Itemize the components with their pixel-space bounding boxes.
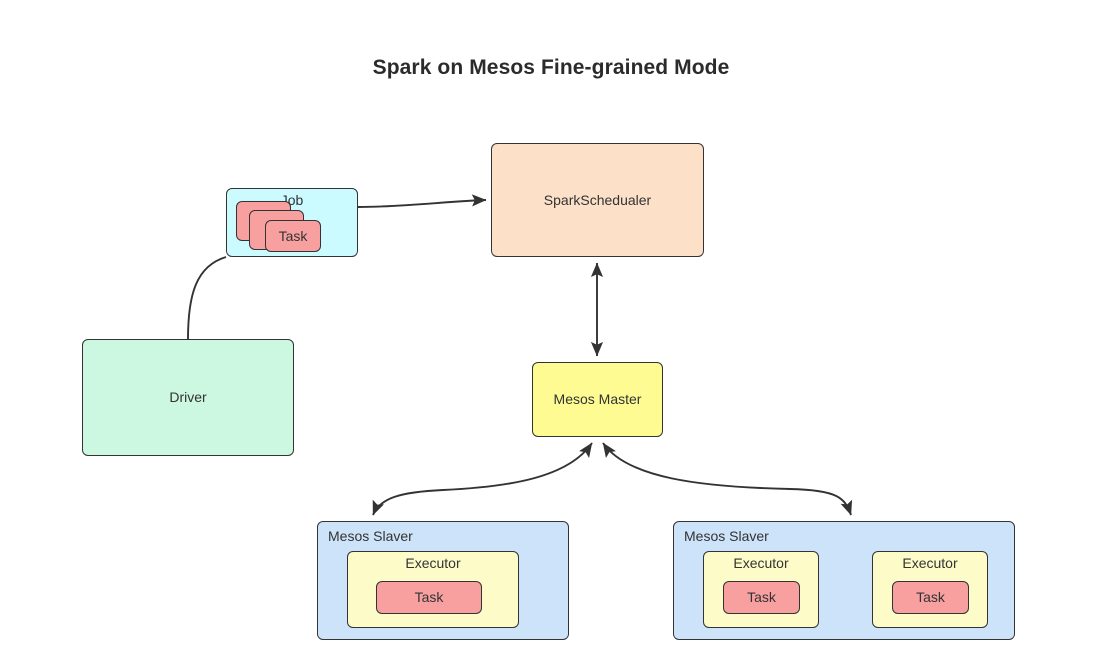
edge-master-to-slaver-right bbox=[602, 442, 853, 516]
node-label: Task bbox=[747, 589, 776, 606]
node-label: Mesos Master bbox=[553, 391, 642, 408]
node-label: Task bbox=[916, 589, 945, 606]
node-task-right-2[interactable]: Task bbox=[892, 581, 969, 614]
node-driver[interactable]: Driver bbox=[82, 339, 294, 456]
node-task-left-1[interactable]: Task bbox=[376, 581, 482, 614]
page-title: Spark on Mesos Fine-grained Mode bbox=[372, 56, 730, 79]
edge-master-to-slaver-left bbox=[372, 442, 593, 516]
node-label: Task bbox=[278, 227, 308, 244]
node-job-task-front[interactable]: Task bbox=[265, 220, 321, 252]
node-label: SparkSchedualer bbox=[543, 191, 652, 208]
node-mesos-master[interactable]: Mesos Master bbox=[532, 362, 663, 437]
node-label: Mesos Slaver bbox=[328, 528, 413, 544]
edge-driver-to-job bbox=[187, 256, 227, 340]
node-label: Mesos Slaver bbox=[684, 528, 769, 544]
node-label: Executor bbox=[405, 555, 461, 571]
node-label: Executor bbox=[902, 555, 958, 571]
node-spark-schedualer[interactable]: SparkSchedualer bbox=[491, 143, 704, 257]
node-label: Driver bbox=[169, 389, 207, 406]
node-label: Task bbox=[414, 589, 444, 606]
edge-job-to-scheduler bbox=[357, 194, 487, 208]
node-task-right-1[interactable]: Task bbox=[723, 581, 800, 614]
node-label: Executor bbox=[733, 555, 789, 571]
